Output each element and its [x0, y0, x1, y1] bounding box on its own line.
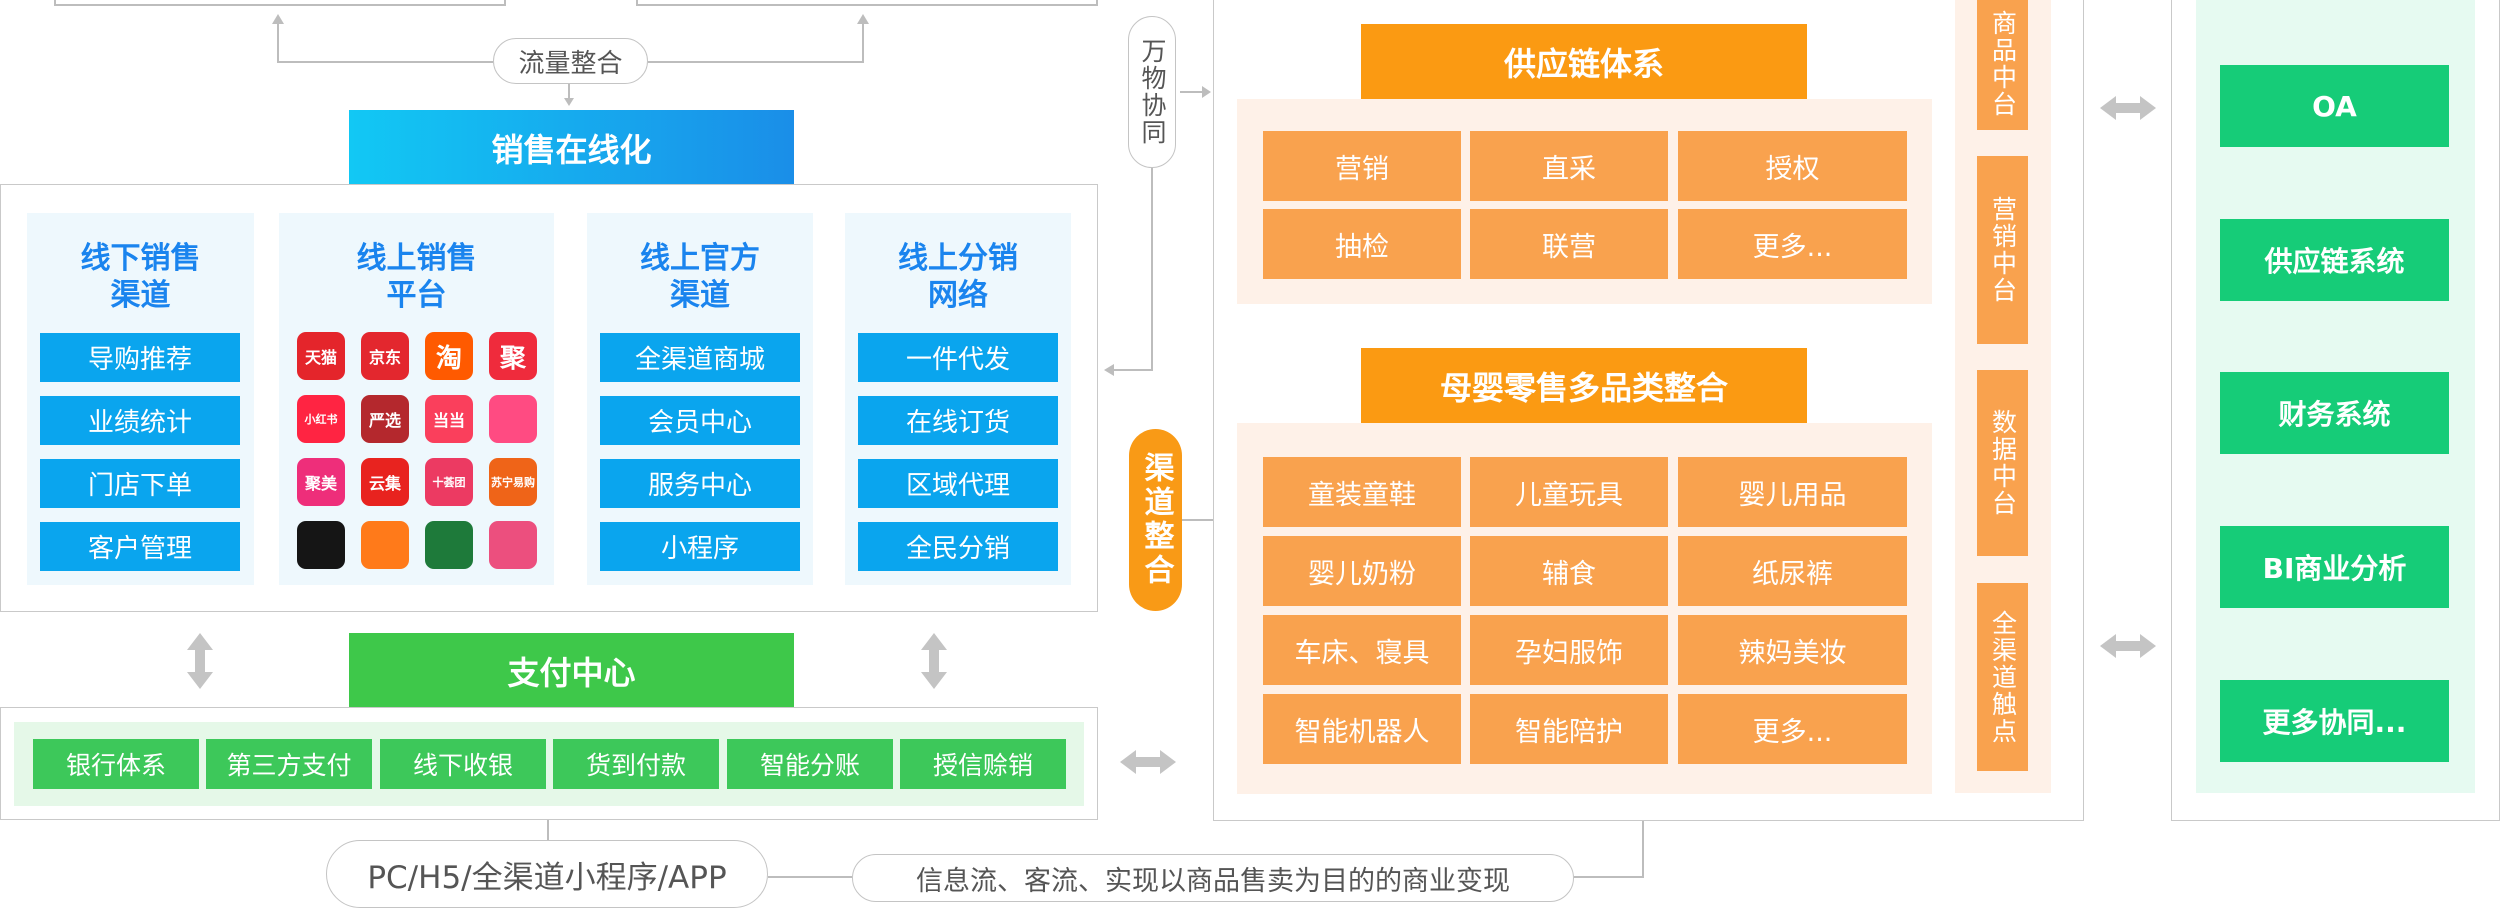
baby-item-mom-beauty[interactable]: 辣妈美妆 [1678, 615, 1907, 685]
online-platform-title: 线上销售 平台 [356, 241, 477, 313]
traffic-integration-label: 流量整合 [518, 48, 623, 79]
supply-item-joint[interactable]: 联营 [1470, 209, 1668, 279]
distribution-item-all[interactable]: 全民分销 [858, 522, 1058, 571]
supply-item-more[interactable]: 更多... [1678, 209, 1907, 279]
offline-item-guide[interactable]: 导购推荐 [40, 333, 240, 382]
distribution-item-dropship[interactable]: 一件代发 [858, 333, 1058, 382]
baby-item-complementary-food[interactable]: 辅食 [1470, 536, 1668, 606]
supply-item-inspection[interactable]: 抽检 [1263, 209, 1461, 279]
traffic-integration-pill: 流量整合 [493, 38, 648, 84]
offline-item-customer[interactable]: 客户管理 [40, 522, 240, 571]
payment-item-cod[interactable]: 货到付款 [553, 739, 719, 789]
system-bi[interactable]: BI商业分析 [2220, 526, 2449, 608]
payment-item-smart-split[interactable]: 智能分账 [727, 739, 893, 789]
system-oa[interactable]: OA [2220, 65, 2449, 147]
distribution-item-ordering[interactable]: 在线订货 [858, 396, 1058, 445]
taobao-icon[interactable]: 淘 [425, 332, 473, 380]
yanxuan-icon[interactable]: 严选 [361, 395, 409, 443]
payment-item-offline-cash[interactable]: 线下收银 [380, 739, 546, 789]
side-bar-data[interactable]: 数据中台 [1977, 370, 2028, 556]
jumei-icon[interactable]: 聚美 [297, 458, 345, 506]
payment-item-bank[interactable]: 银行体系 [33, 739, 199, 789]
swirl-icon[interactable] [425, 521, 473, 569]
supply-chain-title-text: 供应链体系 [1503, 45, 1664, 83]
platforms-pill: PC/H5/全渠道小程序/APP [326, 840, 768, 908]
side-bar-product[interactable]: 商品中台 [1977, 0, 2028, 130]
official-channel-title: 线上官方 渠道 [640, 241, 760, 313]
side-bar-touchpoint[interactable]: 全渠道触点 [1977, 583, 2028, 771]
value-statement-label: 信息流、客流、实现以商品售卖为目的的商业变现 [916, 865, 1510, 897]
distribution-item-agent[interactable]: 区域代理 [858, 459, 1058, 508]
value-statement-pill: 信息流、客流、实现以商品售卖为目的的商业变现 [852, 854, 1574, 902]
baby-item-maternity-wear[interactable]: 孕妇服饰 [1470, 615, 1668, 685]
supply-item-license[interactable]: 授权 [1678, 131, 1907, 201]
sales-online-title-text: 销售在线化 [491, 130, 652, 169]
system-more[interactable]: 更多协同... [2220, 680, 2449, 762]
side-bar-product-label: 商品中台 [1988, 10, 2018, 118]
channel-integration-pill: 渠道整合 [1129, 429, 1182, 611]
mushroom-icon[interactable] [489, 395, 537, 443]
channel-integration-label: 渠道整合 [1138, 452, 1174, 588]
payment-item-third-party[interactable]: 第三方支付 [206, 739, 372, 789]
offline-item-performance[interactable]: 业绩统计 [40, 396, 240, 445]
baby-retail-title: 母婴零售多品类整合 [1361, 348, 1807, 424]
baby-retail-title-text: 母婴零售多品类整合 [1439, 369, 1728, 407]
baby-item-kids-clothes[interactable]: 童装童鞋 [1263, 457, 1461, 527]
yunji-icon[interactable]: 云集 [361, 458, 409, 506]
jd-icon[interactable]: 京东 [361, 332, 409, 380]
baby-item-bedding[interactable]: 车床、寝具 [1263, 615, 1461, 685]
ju-icon[interactable]: 聚 [489, 332, 537, 380]
distribution-network-title: 线上分销 网络 [898, 241, 1018, 313]
payment-item-credit[interactable]: 授信赊销 [900, 739, 1066, 789]
sales-online-title: 销售在线化 [349, 110, 794, 185]
offline-item-store-order[interactable]: 门店下单 [40, 459, 240, 508]
official-item-miniapp[interactable]: 小程序 [600, 522, 800, 571]
shijituan-icon[interactable]: 十荟团 [425, 458, 473, 506]
offline-channel-title: 线下销售 渠道 [80, 241, 201, 313]
baby-item-smart-care[interactable]: 智能陪护 [1470, 694, 1668, 764]
side-bar-data-label: 数据中台 [1988, 409, 2018, 517]
baby-item-baby-formula[interactable]: 婴儿奶粉 [1263, 536, 1461, 606]
side-bar-marketing[interactable]: 营销中台 [1977, 156, 2028, 344]
baby-item-kids-toys[interactable]: 儿童玩具 [1470, 457, 1668, 527]
kuaishou-icon[interactable] [361, 521, 409, 569]
tmall-icon[interactable]: 天猫 [297, 332, 345, 380]
flower-icon[interactable] [489, 521, 537, 569]
baby-item-diapers[interactable]: 纸尿裤 [1678, 536, 1907, 606]
system-supply-chain[interactable]: 供应链系统 [2220, 219, 2449, 301]
supply-chain-title: 供应链体系 [1361, 24, 1807, 100]
wanwu-xietong-label: 万物协同 [1138, 38, 1167, 146]
baby-item-smart-robot[interactable]: 智能机器人 [1263, 694, 1461, 764]
system-finance[interactable]: 财务系统 [2220, 372, 2449, 454]
xiaohongshu-icon[interactable]: 小红书 [297, 395, 345, 443]
supply-item-direct[interactable]: 直采 [1470, 131, 1668, 201]
payment-center-title: 支付中心 [349, 633, 794, 708]
wanwu-xietong-pill: 万物协同 [1128, 16, 1176, 168]
official-item-member[interactable]: 会员中心 [600, 396, 800, 445]
official-item-mall[interactable]: 全渠道商城 [600, 333, 800, 382]
official-item-service[interactable]: 服务中心 [600, 459, 800, 508]
side-bar-touchpoint-label: 全渠道触点 [1988, 609, 2018, 745]
platforms-label: PC/H5/全渠道小程序/APP [367, 859, 727, 896]
baby-item-more[interactable]: 更多... [1678, 694, 1907, 764]
supply-item-marketing[interactable]: 营销 [1263, 131, 1461, 201]
side-bar-marketing-label: 营销中台 [1988, 196, 2018, 304]
baby-item-baby-supplies[interactable]: 婴儿用品 [1678, 457, 1907, 527]
suning-icon[interactable]: 苏宁易购 [489, 458, 537, 506]
payment-center-title-text: 支付中心 [507, 653, 636, 692]
dangdang-icon[interactable]: 当当 [425, 395, 473, 443]
tiktok-icon[interactable] [297, 521, 345, 569]
